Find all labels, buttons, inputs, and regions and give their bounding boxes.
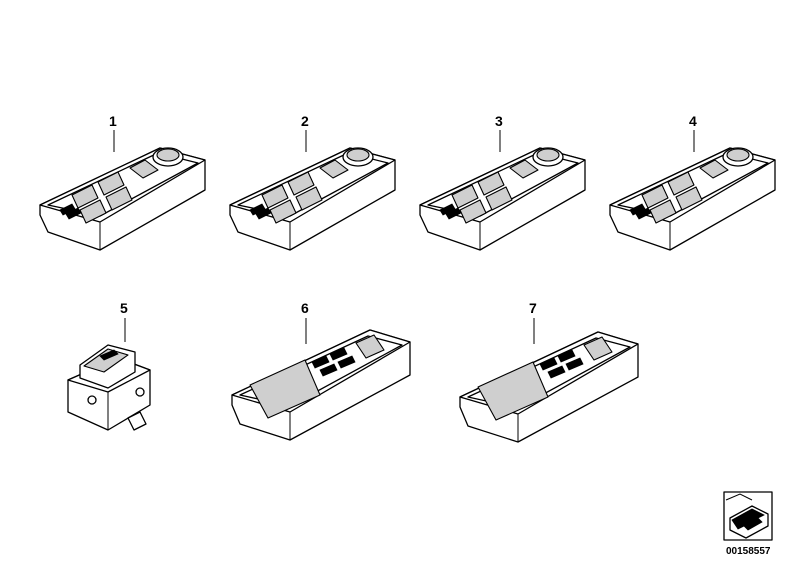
part-3: 3 <box>419 113 586 251</box>
doc-reference: 00158557 <box>723 491 773 557</box>
part-7: 7 <box>459 300 639 443</box>
part-label-6: 6 <box>301 300 309 316</box>
part-label-7: 7 <box>529 300 537 316</box>
window-switch-4-button-mirror-icon <box>39 147 206 251</box>
window-switch-panel-icon <box>231 329 411 441</box>
part-5: 5 <box>67 300 151 431</box>
part-label-4: 4 <box>689 113 697 129</box>
window-switch-4-button-mirror-icon <box>419 147 586 251</box>
part-2: 2 <box>229 113 396 251</box>
window-switch-4-button-mirror-icon <box>229 147 396 251</box>
part-6: 6 <box>231 300 411 441</box>
window-switch-4-button-mirror-icon <box>609 147 776 251</box>
doc-number: 00158557 <box>726 546 771 557</box>
part-label-2: 2 <box>301 113 309 129</box>
part-label-3: 3 <box>495 113 503 129</box>
part-4: 4 <box>609 113 776 251</box>
part-1: 1 <box>39 113 206 251</box>
part-label-1: 1 <box>109 113 117 129</box>
part-label-5: 5 <box>120 300 128 316</box>
page-corner-arrow-icon <box>725 493 769 539</box>
single-window-switch-icon <box>67 344 151 431</box>
window-switch-panel-icon <box>459 331 639 443</box>
